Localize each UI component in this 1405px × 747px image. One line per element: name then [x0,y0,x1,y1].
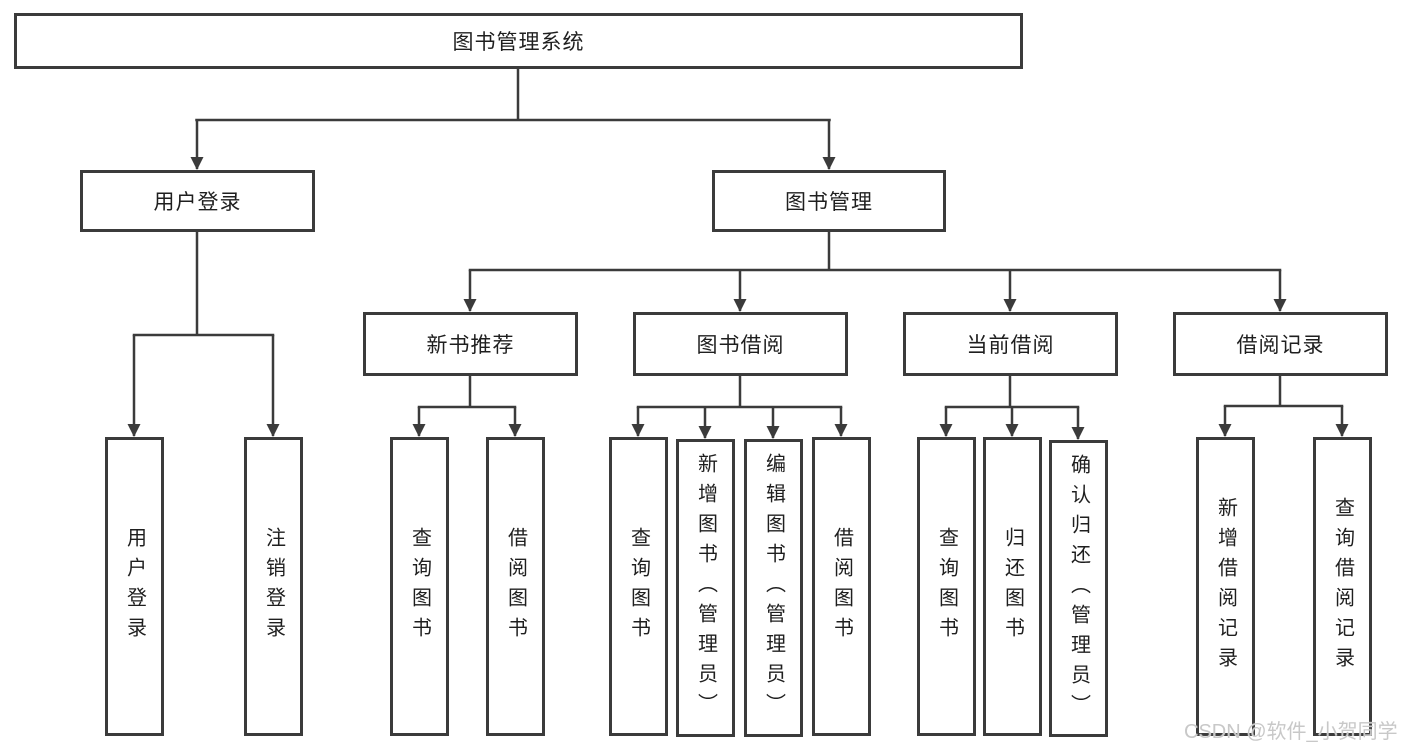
leaf-confirm-return-admin: 确认归还（管理员） [1049,440,1108,737]
node-label: 用户登录 [153,191,242,214]
leaf-query-books-borrowing: 查询图书 [609,437,668,736]
leaf-borrow-books-recommend: 借阅图书 [486,437,545,736]
leaf-edit-book-admin: 编辑图书（管理员） [744,439,803,737]
node-label: 确认归还（管理员） [1067,453,1090,724]
node-label: 借阅图书 [830,526,853,647]
arrow-drops [127,120,1349,441]
leaf-query-borrow-record: 查询借阅记录 [1313,437,1372,736]
node-label: 编辑图书（管理员） [762,453,785,723]
watermark-text: CSDN @软件_小贺同学 [1184,721,1398,743]
leaf-query-books-current: 查询图书 [917,437,976,736]
node-label: 查询图书 [627,526,650,647]
leaf-logout: 注销登录 [244,437,303,736]
leaf-user-login: 用户登录 [105,437,164,736]
node-new-book-recommend: 新书推荐 [363,312,578,376]
node-label: 借阅记录 [1236,334,1325,357]
node-borrowing-records: 借阅记录 [1173,312,1388,376]
node-label: 查询图书 [935,526,958,647]
node-label: 新增借阅记录 [1214,496,1237,677]
node-book-borrowing: 图书借阅 [633,312,848,376]
node-label: 图书管理 [785,191,873,214]
node-label: 查询借阅记录 [1331,496,1354,677]
node-label: 当前借阅 [966,334,1055,357]
node-user-login: 用户登录 [80,170,315,232]
node-label: 图书管理系统 [452,31,585,54]
node-label: 图书借阅 [696,334,785,357]
leaf-return-books: 归还图书 [983,437,1042,736]
leaf-borrow-books-borrowing: 借阅图书 [812,437,871,736]
node-label: 注销登录 [262,526,285,647]
node-label: 用户登录 [123,526,146,647]
node-label: 借阅图书 [504,526,527,647]
leaf-add-borrow-record: 新增借阅记录 [1196,437,1255,736]
node-book-management: 图书管理 [712,170,946,232]
node-current-borrowing: 当前借阅 [903,312,1118,376]
node-system-root: 图书管理系统 [14,13,1023,69]
node-label: 新增图书（管理员） [694,453,717,723]
leaf-add-book-admin: 新增图书（管理员） [676,439,735,737]
node-label: 查询图书 [408,526,431,647]
leaf-query-books-recommend: 查询图书 [390,437,449,736]
node-label: 归还图书 [1001,526,1024,647]
node-label: 新书推荐 [426,334,515,357]
